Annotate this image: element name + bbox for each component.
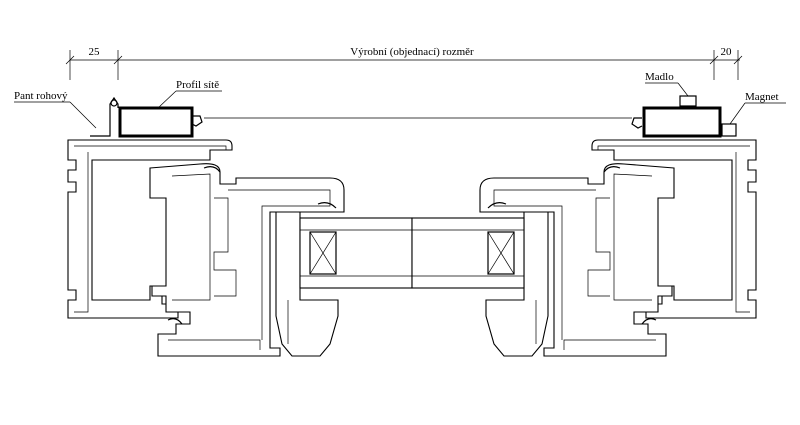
dimension-center: Výrobní (objednací) rozměr [350, 46, 474, 58]
frame-right [411, 139, 757, 357]
label-handle: Madlo [645, 71, 674, 83]
frame-left [67, 139, 413, 357]
dimension-right: 20 [721, 46, 733, 58]
screen-profile-right [642, 106, 722, 138]
label-screen-profile: Profil sítě [176, 79, 219, 91]
label-hinge: Pant rohový [14, 90, 68, 102]
dimension-left: 25 [89, 46, 101, 58]
handle-icon [679, 95, 697, 107]
fly-screen [90, 95, 737, 138]
screen-profile-left [118, 106, 194, 138]
magnet-icon [721, 123, 737, 137]
label-magnet: Magnet [745, 91, 779, 103]
dimension-line: 25 Výrobní (objednací) rozměr 20 [65, 46, 743, 80]
labels: Pant rohový Profil sítě Madlo Magnet [14, 71, 786, 129]
corner-hinge-icon [90, 96, 119, 137]
